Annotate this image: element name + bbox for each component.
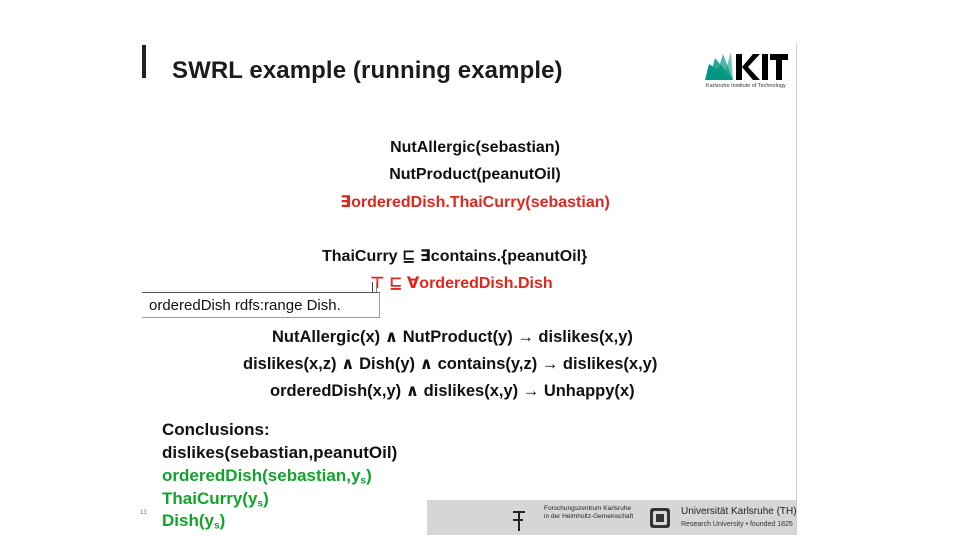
swrl-rule: orderedDish(x,y) ∧ dislikes(x,y) → Unhap… bbox=[270, 382, 635, 400]
kit-logo bbox=[705, 52, 788, 80]
conclusions-heading: Conclusions: bbox=[162, 420, 270, 439]
fzk-name: Forschungszentrum Karlsruhe in der Helmh… bbox=[544, 505, 634, 520]
rdfs-range-text: orderedDish rdfs:range Dish. bbox=[149, 297, 341, 314]
conclusion-line: dislikes(sebastian,peanutOil) bbox=[162, 443, 398, 462]
kit-logo-subtitle: Karlsruhe Institute of Technology bbox=[706, 83, 786, 89]
swrl-rule: dislikes(x,z) ∧ Dish(y) ∧ contains(y,z) … bbox=[243, 355, 658, 373]
university-seal-icon bbox=[650, 508, 670, 528]
conclusion-line: orderedDish(sebastian,ys) bbox=[162, 466, 372, 487]
slide-title: SWRL example (running example) bbox=[172, 57, 563, 84]
axiom-line: ⊤ ⊑ ∀orderedDish.Dish bbox=[370, 275, 553, 292]
fact-line: NutAllergic(sebastian) bbox=[390, 139, 560, 156]
rdfs-range-note: orderedDish rdfs:range Dish. bbox=[142, 292, 380, 318]
right-divider bbox=[796, 43, 797, 535]
footer-bar: Forschungszentrum Karlsruhe in der Helmh… bbox=[427, 500, 797, 535]
page-number: 13 bbox=[140, 510, 147, 516]
conclusion-line: ThaiCurry(ys) bbox=[162, 489, 269, 510]
fact-line: NutProduct(peanutOil) bbox=[389, 166, 561, 183]
title-accent-bar bbox=[142, 45, 146, 78]
university-name: Universität Karlsruhe (TH) bbox=[681, 506, 797, 517]
axiom-line: ThaiCurry ⊑ ∃contains.{peanutOil} bbox=[322, 248, 588, 265]
fzk-logo-icon bbox=[513, 511, 525, 531]
university-subtitle: Research University • founded 1825 bbox=[681, 521, 793, 528]
conclusion-line: Dish(ys) bbox=[162, 511, 226, 532]
fact-line: ∃orderedDish.ThaiCurry(sebastian) bbox=[340, 194, 610, 211]
swrl-rule: NutAllergic(x) ∧ NutProduct(y) → dislike… bbox=[272, 328, 633, 346]
